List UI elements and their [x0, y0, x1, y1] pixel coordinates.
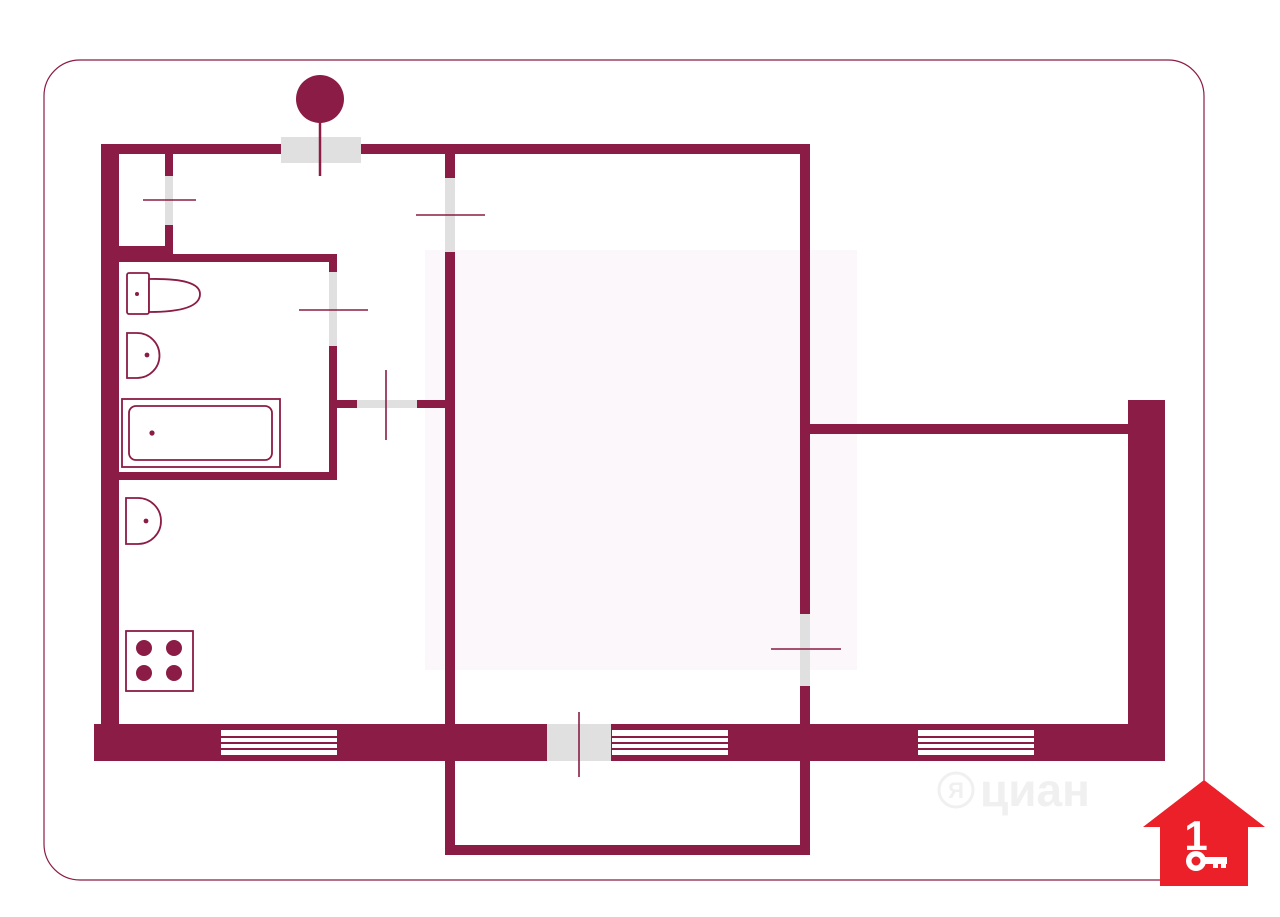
riser-pin-icon — [296, 75, 344, 176]
bathtub-icon — [121, 398, 281, 468]
window-right — [918, 730, 1034, 755]
logo-number: 1 — [1184, 812, 1207, 859]
watermark-box — [425, 250, 857, 670]
stove-icon — [125, 630, 194, 692]
window-middle — [612, 730, 728, 755]
house-key-logo-icon: 1 — [1143, 780, 1265, 886]
kitchen-sink-icon — [125, 497, 162, 545]
window-left — [221, 730, 337, 755]
toilet-icon — [126, 272, 201, 315]
sink-icon — [126, 332, 161, 379]
plan-frame — [43, 59, 1205, 881]
watermark-text: циан — [980, 764, 1090, 816]
watermark-logo-glyph: Я — [948, 778, 964, 803]
watermark: Я циан — [937, 764, 1090, 816]
door-markers — [143, 199, 841, 777]
